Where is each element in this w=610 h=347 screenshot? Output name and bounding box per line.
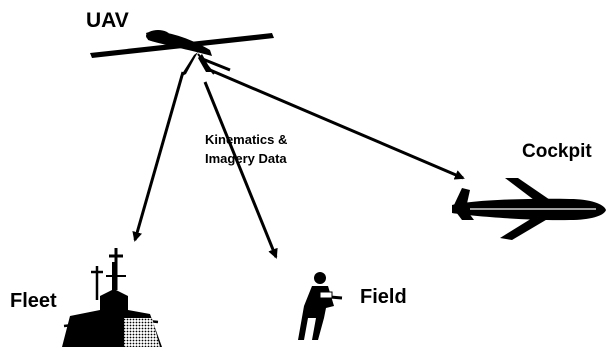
uav-drone-icon	[90, 30, 274, 77]
link-arrow-to-fleet	[132, 71, 185, 242]
field-label: Field	[360, 286, 407, 308]
data-link-label-line1: Kinematics &	[205, 132, 288, 147]
fleet-label: Fleet	[10, 290, 57, 312]
warship-icon	[62, 248, 162, 347]
link-arrow-to-cockpit	[209, 68, 465, 180]
field-soldier-icon	[298, 272, 343, 340]
data-link-label: Kinematics & Imagery Data	[205, 130, 287, 168]
link-arrow-to-field	[203, 81, 278, 259]
data-link-label-line2: Imagery Data	[205, 151, 287, 166]
cockpit-label: Cockpit	[522, 141, 592, 162]
uav-label: UAV	[86, 9, 129, 32]
jet-aircraft-icon	[452, 178, 606, 240]
